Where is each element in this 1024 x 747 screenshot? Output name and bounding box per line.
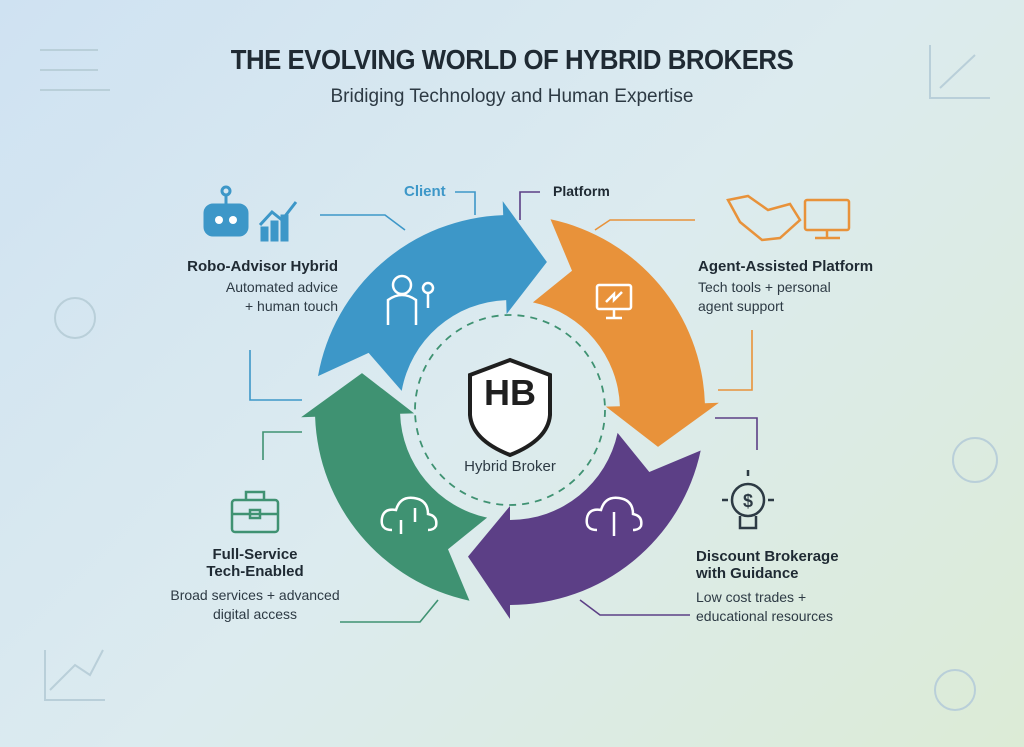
segment-agent-assisted	[532, 219, 719, 447]
model-desc: + human touch	[244, 298, 338, 314]
connector-fullservice	[262, 431, 302, 460]
model-desc: Automated advice	[225, 279, 338, 295]
platform-label: Platform	[553, 183, 610, 199]
handshake-monitor-icon	[726, 194, 851, 242]
model-desc: Low cost trades +	[696, 589, 807, 605]
model-title: Agent-Assisted Platform	[698, 258, 874, 275]
model-desc: educational resources	[696, 608, 833, 624]
center-logo: HB	[484, 372, 536, 413]
robot-chart-icon	[203, 185, 298, 242]
connector-discount	[715, 417, 758, 450]
background-decor	[40, 45, 998, 711]
model-agent-assisted: Agent-Assisted Platform Tech tools + per…	[698, 258, 898, 316]
segment-full-service	[301, 373, 488, 601]
briefcase-icon	[230, 490, 280, 534]
model-desc: agent support	[698, 298, 784, 314]
model-desc: digital access	[212, 606, 298, 622]
cloud-transfer-icon	[585, 496, 643, 536]
connector-robo-lower	[249, 350, 302, 401]
lightbulb-dollar-icon	[722, 470, 774, 530]
model-title: Discount Brokerage	[696, 548, 839, 565]
model-discount-brokerage: Discount Brokerage with Guidance Low cos…	[696, 548, 896, 626]
model-desc: Broad services + advanced	[170, 587, 340, 603]
connector-agent	[594, 219, 695, 231]
model-full-service: Full-Service Tech-Enabled Broad services…	[160, 546, 350, 624]
connector-robo	[320, 214, 406, 231]
connector-discount-lower	[579, 599, 690, 616]
dollar-sign-icon: $	[743, 491, 753, 511]
model-robo-advisor: Robo-Advisor Hybrid Automated advice + h…	[168, 258, 338, 316]
model-title: Full-Service	[212, 546, 298, 563]
connector-platform	[519, 191, 540, 220]
model-desc: Tech tools + personal	[698, 279, 831, 295]
person-icon	[386, 274, 435, 325]
page-subtitle: Bridiging Technology and Human Expertise	[330, 86, 694, 107]
connector-fullservice-lower	[340, 599, 439, 623]
shield-icon	[468, 357, 552, 458]
inner-dashed-ring	[414, 314, 606, 506]
monitor-chart-icon	[595, 283, 633, 320]
page-title: THE EVOLVING WORLD OF HYBRID BROKERS	[230, 44, 794, 75]
center-label: Hybrid Broker	[464, 458, 556, 475]
segment-discount-brokerage	[468, 432, 701, 619]
model-title: Robo-Advisor Hybrid	[187, 258, 338, 275]
cloud-sync-icon	[380, 496, 438, 534]
connector-client	[455, 191, 476, 215]
client-label: Client	[404, 183, 446, 200]
model-title: Tech-Enabled	[206, 563, 304, 580]
segment-robo-advisor	[318, 201, 547, 391]
model-title: with Guidance	[696, 565, 799, 582]
connector-agent-lower	[718, 330, 753, 391]
